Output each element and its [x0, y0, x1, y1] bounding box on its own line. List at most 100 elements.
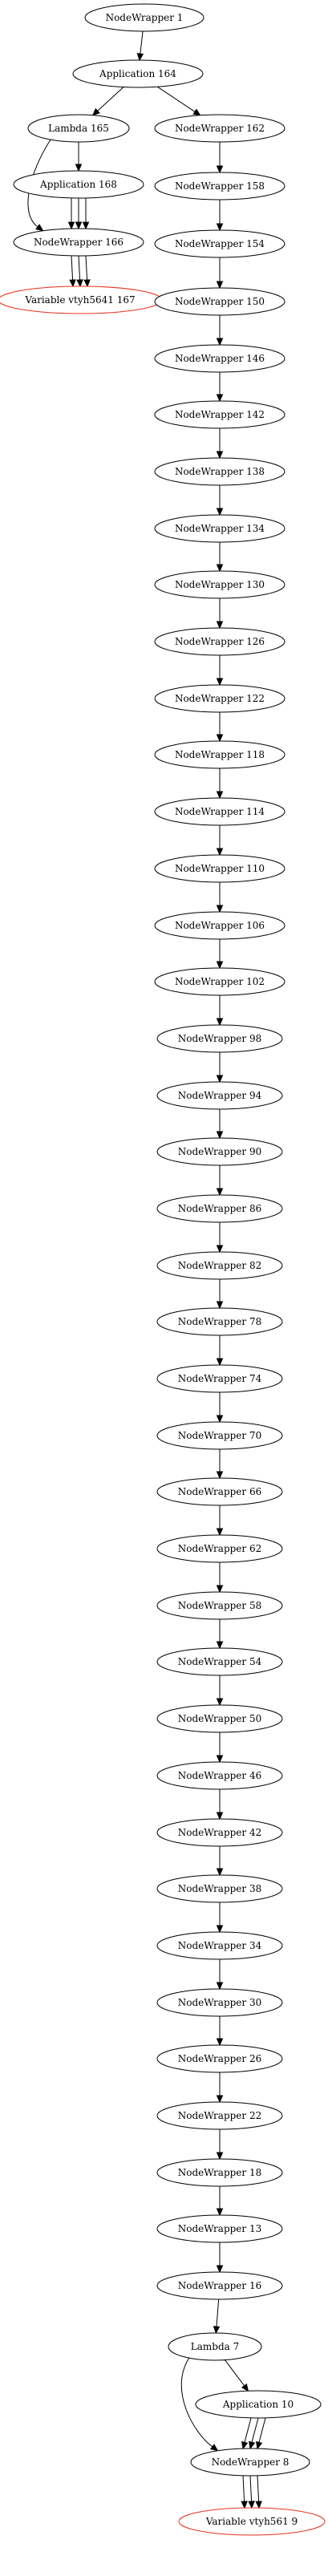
- arrowhead: [216, 1075, 224, 1083]
- node-ellipse: [154, 457, 285, 486]
- arrowhead: [216, 1358, 224, 1367]
- graph-node-nw154: NodeWrapper 154: [154, 229, 285, 258]
- arrowhead: [256, 2440, 263, 2450]
- arrowhead: [216, 1415, 224, 1424]
- node-ellipse: [154, 287, 285, 316]
- edge-app168-nw166-1: [67, 197, 75, 230]
- edge-nw98-nw94: [216, 1052, 224, 1083]
- graph-node-nw1: NodeWrapper 1: [84, 3, 204, 32]
- edge-nw166-var167-3: [83, 255, 91, 288]
- edge-line: [249, 2475, 253, 2502]
- node-label: NodeWrapper 162: [175, 123, 265, 134]
- node-label: NodeWrapper 106: [175, 920, 265, 931]
- edge-nw50-nw46: [216, 1732, 224, 1764]
- node-label: NodeWrapper 82: [178, 1260, 261, 1271]
- edge-line: [71, 255, 74, 281]
- graph-node-nw150: NodeWrapper 150: [154, 287, 285, 316]
- graph-node-nw62: NodeWrapper 62: [156, 1534, 283, 1563]
- node-label: Application 164: [99, 68, 176, 79]
- node-ellipse: [156, 1874, 283, 1903]
- arrowhead: [241, 2440, 249, 2450]
- graph-node-nw138: NodeWrapper 138: [154, 457, 285, 486]
- arrowhead: [216, 2265, 224, 2274]
- edge-nw70-nw66: [216, 1449, 224, 1480]
- arrowhead: [136, 53, 144, 62]
- arrowhead: [216, 1641, 224, 1650]
- arrowhead: [209, 2444, 219, 2452]
- node-ellipse: [13, 170, 144, 199]
- node-label: NodeWrapper 154: [175, 238, 265, 249]
- graph-node-app168: Application 168: [13, 170, 144, 199]
- edge-nw122-nw118: [216, 712, 224, 743]
- graph-node-app164: Application 164: [72, 59, 204, 88]
- edge-line: [257, 2475, 260, 2502]
- edge-nw158-nw154: [216, 200, 224, 232]
- graph-node-nw38: NodeWrapper 38: [156, 1874, 283, 1903]
- edge-nw13-nw16: [216, 2242, 224, 2274]
- arrowhead: [241, 2383, 249, 2392]
- edge-nw106-nw102: [216, 939, 224, 970]
- arrowhead: [241, 2501, 248, 2509]
- node-label: NodeWrapper 74: [178, 1373, 262, 1384]
- node-label: Variable vtyh5641 167: [24, 294, 135, 306]
- node-ellipse: [168, 2332, 262, 2361]
- node-ellipse: [154, 172, 285, 200]
- arrowhead: [216, 2038, 224, 2047]
- graph-node-nw54: NodeWrapper 54: [156, 1647, 283, 1676]
- edge-nw16-lam7: [213, 2299, 221, 2335]
- edge-line: [251, 2417, 259, 2443]
- arrowhead: [216, 1245, 224, 1254]
- node-label: NodeWrapper 126: [175, 636, 265, 647]
- arrowhead: [216, 1131, 224, 1140]
- graph-node-nw16: NodeWrapper 16: [156, 2271, 283, 2300]
- arrowhead: [69, 279, 76, 288]
- node-label: Variable vtyh561 9: [205, 2516, 298, 2527]
- node-label: NodeWrapper 30: [178, 1997, 261, 2008]
- node-label: NodeWrapper 102: [175, 976, 265, 987]
- node-ellipse: [156, 2271, 283, 2300]
- node-label: NodeWrapper 58: [178, 1600, 261, 1611]
- edge-nw46-nw42: [216, 1789, 224, 1821]
- edge-app10-nw8-1: [241, 2417, 252, 2450]
- edge-line: [157, 86, 196, 112]
- graph-node-nw50: NodeWrapper 50: [156, 1704, 283, 1733]
- edge-line: [78, 255, 81, 281]
- arrowhead: [216, 451, 224, 460]
- node-label: Lambda 165: [48, 123, 109, 134]
- node-ellipse: [27, 114, 130, 143]
- edge-app164-nw162: [157, 86, 201, 116]
- node-ellipse: [156, 1534, 283, 1563]
- node-label: NodeWrapper 122: [175, 693, 265, 704]
- arrowhead: [216, 564, 224, 573]
- node-ellipse: [154, 344, 285, 373]
- arrowhead: [216, 621, 224, 630]
- edge-nw114-nw110: [216, 825, 224, 857]
- node-ellipse: [13, 228, 144, 257]
- arrowhead: [82, 221, 90, 230]
- edge-nw8-var9-3: [255, 2475, 262, 2509]
- node-label: NodeWrapper 50: [178, 1713, 261, 1724]
- graph-node-nw94: NodeWrapper 94: [156, 1081, 283, 1110]
- arrowhead: [216, 223, 224, 232]
- graph-node-lam165: Lambda 165: [27, 114, 130, 143]
- arrowhead: [216, 791, 224, 800]
- arrowhead: [216, 1585, 224, 1594]
- node-label: Lambda 7: [191, 2341, 239, 2352]
- graph-node-nw26: NodeWrapper 26: [156, 2044, 283, 2073]
- graph-node-lam7: Lambda 7: [168, 2332, 262, 2361]
- node-ellipse: [154, 114, 285, 143]
- arrowhead: [216, 1698, 224, 1707]
- graph-node-nw118: NodeWrapper 118: [154, 740, 285, 769]
- graph-node-var167: Variable vtyh5641 167: [0, 286, 163, 314]
- node-ellipse: [154, 911, 285, 940]
- edge-nw162-nw158: [216, 142, 224, 174]
- arrowhead: [216, 905, 224, 913]
- arrowhead: [216, 1982, 224, 1991]
- edge-nw130-nw126: [216, 598, 224, 630]
- arrowhead: [216, 165, 224, 174]
- node-label: NodeWrapper 66: [178, 1486, 261, 1497]
- edge-line: [180, 2357, 213, 2448]
- edge-nw22-nw18: [216, 2129, 224, 2161]
- node-ellipse: [156, 1761, 283, 1790]
- node-label: Application 168: [39, 179, 117, 190]
